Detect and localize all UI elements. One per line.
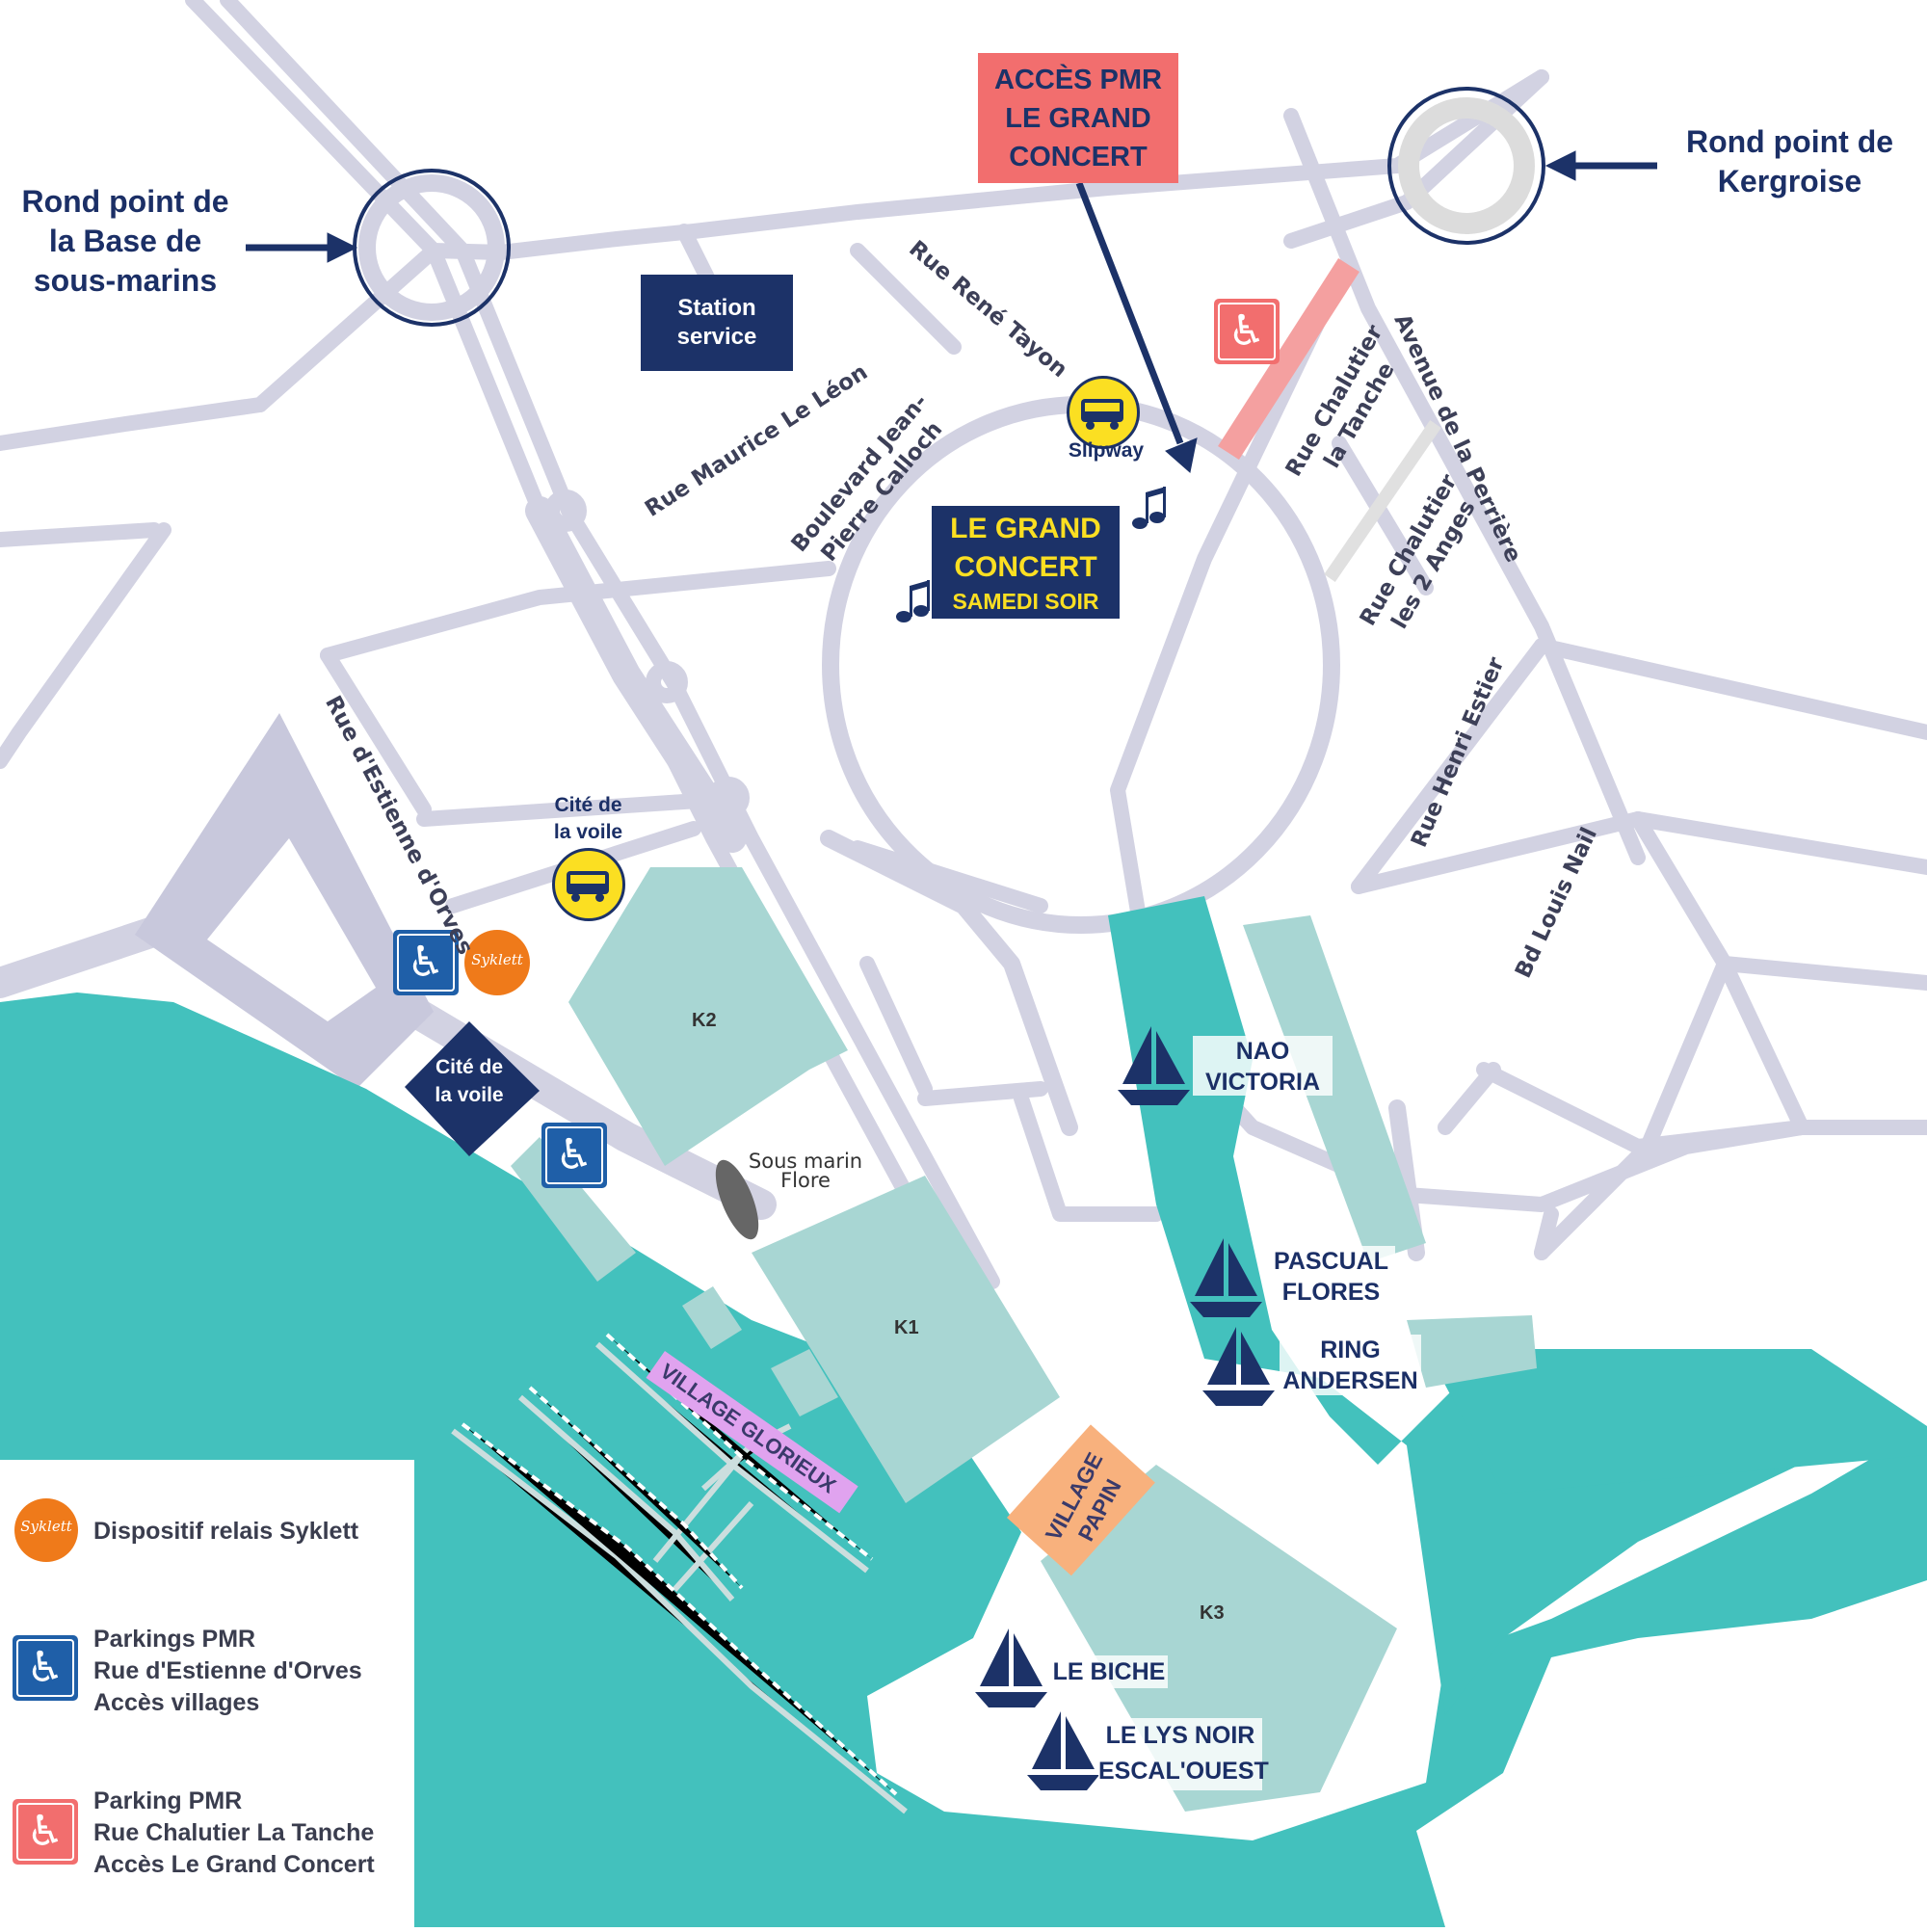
building-k3-label: K3 <box>1200 1602 1225 1624</box>
submarine-label: Sous marin Flore <box>748 1150 863 1192</box>
acces-pmr-box: ACCÈS PMR LE GRAND CONCERT <box>978 53 1178 183</box>
bus-stop-slipway-icon[interactable] <box>1067 376 1140 449</box>
boat-label-le-lys-noir: LE LYS NOIR ESCAL'OUEST <box>1098 1718 1269 1790</box>
bus-stop-cite-voile-label: Cité de la voile <box>553 794 623 843</box>
basin <box>1108 896 1840 1715</box>
sailboat-icon <box>1027 1711 1099 1790</box>
sailboat-icon <box>1202 1327 1275 1406</box>
village-papin-band <box>1007 1424 1155 1576</box>
boat-label-le-biche: LE BICHE <box>1050 1655 1168 1688</box>
arrows <box>246 150 1657 473</box>
boat-label-pascual-flores: PASCUAL FLORES <box>1267 1246 1395 1307</box>
music-note-icon <box>896 580 930 622</box>
grand-concert-box: LE GRAND CONCERT SAMEDI SOIR <box>932 506 1120 619</box>
boat-label-ring-andersen: RING ANDERSEN <box>1280 1335 1421 1395</box>
syklett-logo: Syklett <box>14 1498 78 1562</box>
grand-concert-line2: CONCERT <box>954 550 1097 583</box>
pier <box>1243 915 1426 1262</box>
music-note-icon <box>1132 487 1166 529</box>
legend-parking-pmr-tanche-text: Parking PMR Rue Chalutier La Tanche Accè… <box>93 1787 375 1878</box>
wheelchair-icon: ♿ <box>1214 299 1280 364</box>
syklett-logo-text: Syklett <box>20 1518 72 1535</box>
building-k3-shape <box>1041 1465 1397 1812</box>
syklett-logo: Syklett <box>464 930 530 995</box>
legend: Syklett Dispositif relais Syklett ♿ Park… <box>0 1460 414 1927</box>
wheelchair-icon: ♿ <box>13 1799 78 1865</box>
roundabout-base-label: Rond point de la Base de sous-marins <box>21 184 229 298</box>
sailboat-icon <box>975 1628 1047 1707</box>
building-k2-label: K2 <box>692 1010 717 1031</box>
wheelchair-icon: ♿ <box>13 1635 78 1701</box>
legend-parkings-pmr-text: Parkings PMR Rue d'Estienne d'Orves Accè… <box>93 1626 362 1716</box>
rue-chalutier-2-anges-road <box>1324 420 1441 582</box>
roundabout-kergroise-marker <box>1387 87 1545 245</box>
cite-voile-diamond <box>405 1021 540 1156</box>
sailboats <box>975 1026 1275 1790</box>
submarine-shape <box>715 1159 759 1240</box>
cite-voile-diamond-label: Cité de la voile <box>435 1056 504 1106</box>
pmr-access-strip <box>1218 257 1359 461</box>
grand-concert-line3: SAMEDI SOIR <box>952 588 1099 614</box>
building-k1-label: K1 <box>894 1317 919 1338</box>
building-k1-shape <box>752 1176 1060 1503</box>
building-k2-shape <box>568 867 848 1166</box>
roundabout-kergroise-label: Rond point de Kergroise <box>1685 124 1894 198</box>
bus-stop-slipway-label: Slipway <box>1068 439 1145 462</box>
grand-concert-line1: LE GRAND <box>950 512 1101 544</box>
boat-label-nao-victoria: NAO VICTORIA <box>1193 1036 1333 1096</box>
wheelchair-icon: ♿ <box>541 1123 607 1188</box>
bus-stop-cite-voile-icon[interactable] <box>552 848 625 921</box>
sailboat-icon <box>1118 1026 1190 1105</box>
music-notes <box>896 487 1166 622</box>
village-glorieux-band <box>646 1351 858 1514</box>
station-service-box: Station service <box>641 275 793 371</box>
sailboat-icon <box>1190 1238 1262 1317</box>
legend-syklett-text: Dispositif relais Syklett <box>93 1518 359 1545</box>
marina <box>451 1341 908 1814</box>
wheelchair-icon: ♿ <box>393 930 459 995</box>
syklett-logo-text: Syklett <box>471 951 523 968</box>
